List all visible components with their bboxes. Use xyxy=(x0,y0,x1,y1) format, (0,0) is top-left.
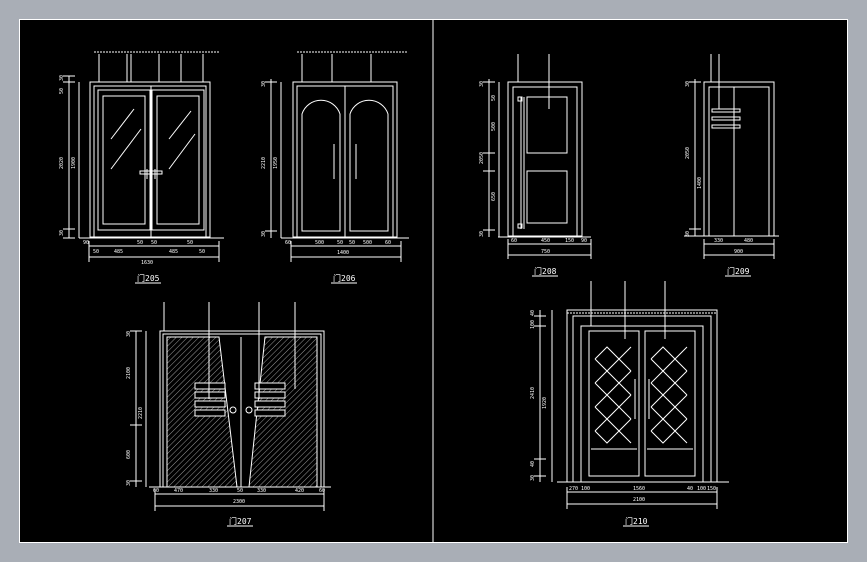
door-205 xyxy=(63,51,224,262)
door-207 xyxy=(130,302,331,511)
title-door-210: 门210 xyxy=(625,516,648,526)
dim-210-total: 2100 xyxy=(633,497,645,503)
dim-206-bottom-6: 60 xyxy=(385,240,391,246)
dim-210-bottom-5: 100 xyxy=(697,486,706,492)
dim-208-left-6: 30 xyxy=(479,231,485,237)
dim-210-left-6: 30 xyxy=(530,475,536,481)
dim-207-bottom-5: 330 xyxy=(257,488,266,494)
dim-205-bottom-8: 50 xyxy=(199,249,205,255)
dim-206-left-1: 30 xyxy=(261,81,267,87)
dim-208-left-3: 500 xyxy=(491,122,497,131)
dim-207-bottom-3: 330 xyxy=(209,488,218,494)
dim-207-bottom-7: 60 xyxy=(319,488,325,494)
dim-207-left-1: 30 xyxy=(126,331,132,337)
dim-208-bottom-1: 60 xyxy=(511,238,517,244)
dim-205-bottom-4: 50 xyxy=(137,240,143,246)
title-door-209: 门209 xyxy=(727,266,750,276)
dim-205-left-2: 50 xyxy=(59,88,65,94)
dim-205-bottom-1: 90 xyxy=(83,240,89,246)
dim-209-left-4: 30 xyxy=(685,231,691,237)
dim-210-left-1: 40 xyxy=(530,310,536,316)
dim-205-bottom-7: 50 xyxy=(187,240,193,246)
dim-208-bottom-4: 90 xyxy=(581,238,587,244)
dim-207-bottom-4: 50 xyxy=(237,488,243,494)
door-208 xyxy=(483,54,592,259)
dim-206-bottom-4: 50 xyxy=(349,240,355,246)
dim-205-bottom-3: 485 xyxy=(114,249,123,255)
dim-210-left-2: 100 xyxy=(530,320,536,329)
dim-205-bottom-6: 485 xyxy=(169,249,178,255)
dim-205-left-1: 30 xyxy=(59,75,65,81)
door-210 xyxy=(534,281,729,509)
dim-210-left-3: 2410 xyxy=(530,387,536,399)
dim-207-bottom-1: 60 xyxy=(153,488,159,494)
dim-210-bottom-3: 1560 xyxy=(633,486,645,492)
door-209 xyxy=(684,54,779,259)
dim-209-left-1: 30 xyxy=(685,81,691,87)
dim-207-left-5: 30 xyxy=(126,480,132,486)
dim-206-left-4: 30 xyxy=(261,231,267,237)
dim-210-bottom-4: 40 xyxy=(687,486,693,492)
dim-209-bottom-2: 480 xyxy=(744,238,753,244)
dim-205-left-inner: 1900 xyxy=(71,157,77,169)
dim-207-bottom-6: 420 xyxy=(295,488,304,494)
dim-206-bottom-5: 500 xyxy=(363,240,372,246)
dim-207-bottom-2: 470 xyxy=(174,488,183,494)
dim-210-bottom-2: 100 xyxy=(581,486,590,492)
dim-205-total: 1630 xyxy=(141,260,153,266)
dim-209-left-3: 1400 xyxy=(697,177,703,189)
dim-210-left-4: 1920 xyxy=(542,397,548,409)
dim-207-left-2: 2100 xyxy=(126,367,132,379)
dim-206-bottom-1: 60 xyxy=(285,240,291,246)
dim-208-bottom-2: 450 xyxy=(541,238,550,244)
dim-206-bottom-3: 50 xyxy=(337,240,343,246)
dim-210-bottom-6: 150 xyxy=(707,486,716,492)
title-door-206: 门206 xyxy=(333,273,356,283)
dim-206-bottom-2: 500 xyxy=(315,240,324,246)
dim-210-bottom-1: 270 xyxy=(569,486,578,492)
title-door-205: 门205 xyxy=(137,273,160,283)
dim-205-left-3: 2020 xyxy=(59,157,65,169)
dim-208-left-2: 50 xyxy=(491,95,497,101)
dim-207-total: 2300 xyxy=(233,499,245,505)
dim-208-left-4: 2050 xyxy=(479,152,485,164)
door-206 xyxy=(265,51,409,262)
dim-209-bottom-1: 330 xyxy=(714,238,723,244)
dim-205-left-4: 30 xyxy=(59,230,65,236)
dim-208-left-5: 650 xyxy=(491,192,497,201)
dim-207-left-3: 2210 xyxy=(138,407,144,419)
cad-drawing: 30 50 2020 1900 30 90 50 485 50 50 485 5… xyxy=(19,19,848,543)
dim-207-left-4: 600 xyxy=(126,450,132,459)
title-door-208: 门208 xyxy=(534,266,557,276)
dim-208-left-1: 30 xyxy=(479,81,485,87)
drawing-sheet: 30 50 2020 1900 30 90 50 485 50 50 485 5… xyxy=(19,19,848,543)
title-door-207: 门207 xyxy=(229,516,252,526)
dim-205-bottom-5: 50 xyxy=(151,240,157,246)
dim-206-left-2: 2210 xyxy=(261,157,267,169)
dim-205-bottom-2: 50 xyxy=(93,249,99,255)
dim-208-bottom-3: 150 xyxy=(565,238,574,244)
dim-209-left-2: 2050 xyxy=(685,147,691,159)
dim-210-left-5: 40 xyxy=(530,461,536,467)
dim-209-total: 900 xyxy=(734,249,743,255)
dim-208-total: 750 xyxy=(541,249,550,255)
dim-206-total: 1400 xyxy=(337,250,349,256)
sheet-border xyxy=(19,19,848,543)
dim-206-left-3: 1950 xyxy=(273,157,279,169)
